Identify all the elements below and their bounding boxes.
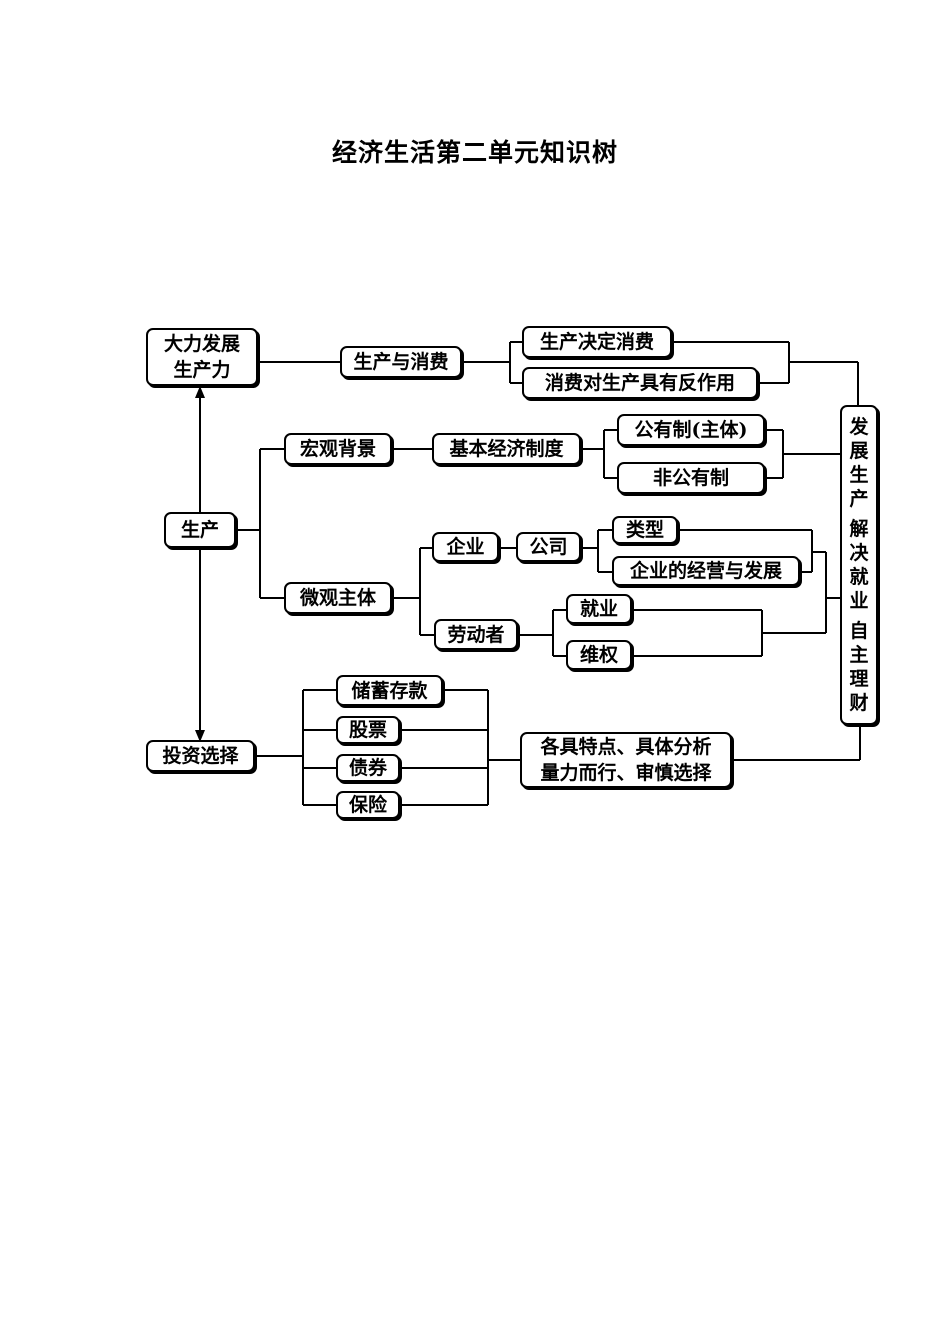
node-jingying-label: 企业的经营与发展 bbox=[629, 560, 782, 582]
vchar: 决 bbox=[849, 542, 869, 564]
node-gongsi: 公司 bbox=[516, 532, 581, 562]
node-gupiao-label: 股票 bbox=[348, 719, 387, 741]
node-touzi-label: 投资选择 bbox=[162, 745, 239, 767]
node-hongguan-beijing: 宏观背景 bbox=[284, 433, 392, 465]
node-zhaiquan: 债券 bbox=[336, 754, 400, 782]
vchar: 产 bbox=[849, 488, 869, 510]
vchar: 业 bbox=[849, 590, 869, 612]
node-tedian-line-1: 各具特点、具体分析 bbox=[540, 736, 712, 758]
node-tedian-line-2: 量力而行、审慎选择 bbox=[540, 762, 712, 784]
node-weiquan: 维权 bbox=[566, 640, 632, 670]
node-jiben-label: 基本经济制度 bbox=[449, 438, 564, 460]
node-feigongyouzhi: 非公有制 bbox=[617, 462, 765, 494]
node-shengchan-yu-xiaofei-label: 生产与消费 bbox=[353, 351, 449, 373]
node-shengchan-label: 生产 bbox=[180, 519, 219, 541]
node-baoxian: 保险 bbox=[336, 791, 400, 819]
node-shengchan: 生产 bbox=[164, 512, 236, 548]
node-gongsi-label: 公司 bbox=[529, 536, 568, 558]
node-geju-tedian: 各具特点、具体分析量力而行、审慎选择 bbox=[520, 732, 732, 788]
node-gongyouzhi: 公有制(主体) bbox=[617, 414, 765, 446]
node-baoxian-label: 保险 bbox=[348, 794, 387, 816]
node-laodongzhe-label: 劳动者 bbox=[447, 623, 505, 646]
node-qiye-label: 企业 bbox=[446, 536, 485, 558]
node-jueding-label: 生产决定消费 bbox=[539, 331, 654, 353]
vchar: 财 bbox=[849, 692, 869, 714]
node-gupiao: 股票 bbox=[336, 716, 400, 744]
node-weiguan-label: 微观主体 bbox=[299, 587, 376, 609]
node-qiye: 企业 bbox=[432, 532, 499, 562]
node-jiuye: 就业 bbox=[566, 594, 632, 624]
vchar: 自 bbox=[849, 620, 869, 642]
node-chuxu-label: 储蓄存款 bbox=[351, 679, 428, 702]
node-laodongzhe: 劳动者 bbox=[434, 619, 518, 650]
vchar: 就 bbox=[849, 566, 869, 588]
node-jiuye-label: 就业 bbox=[579, 598, 618, 620]
node-feigongyou-label: 非公有制 bbox=[652, 467, 729, 489]
vchar: 解 bbox=[849, 518, 869, 540]
vchar: 生 bbox=[849, 464, 869, 486]
vchar: 展 bbox=[849, 440, 869, 462]
node-leixing: 类型 bbox=[612, 516, 678, 544]
node-qiye-jingying-fazhan: 企业的经营与发展 bbox=[612, 556, 800, 586]
node-shengchan-jueding-xiaofei: 生产决定消费 bbox=[522, 326, 672, 358]
node-weiguan-zhuti: 微观主体 bbox=[284, 582, 392, 614]
vchar: 发 bbox=[849, 416, 869, 438]
node-gongyou-label: 公有制(主体) bbox=[634, 419, 748, 441]
node-jiben-jingji-zhidu: 基本经济制度 bbox=[432, 433, 581, 465]
node-touzi-xuanze: 投资选择 bbox=[146, 740, 255, 772]
node-shengchan-yu-xiaofei: 生产与消费 bbox=[340, 346, 462, 378]
page-title: 经济生活第二单元知识树 bbox=[331, 138, 618, 167]
node-dali-line-1: 大力发展 bbox=[163, 333, 240, 355]
node-fanzuoyong-label: 消费对生产具有反作用 bbox=[544, 372, 735, 394]
node-dali-line-2: 生产力 bbox=[173, 359, 231, 381]
node-chuxu-cunkuan: 储蓄存款 bbox=[336, 675, 443, 706]
vchar: 理 bbox=[849, 668, 869, 690]
node-zhaiquan-label: 债券 bbox=[348, 757, 387, 779]
node-hongguan-label: 宏观背景 bbox=[299, 438, 376, 460]
node-weiquan-label: 维权 bbox=[579, 644, 618, 666]
node-xiaofei-fanzuoyong: 消费对生产具有反作用 bbox=[522, 367, 758, 399]
node-leixing-label: 类型 bbox=[625, 519, 664, 541]
vchar: 主 bbox=[849, 644, 869, 666]
node-dali-fazhan-shengchanli: 大力发展生产力 bbox=[146, 328, 258, 386]
node-fazhan-shengchan-vertical: 发 展 生 产 解 决 就 业 自 主 理 财 bbox=[840, 405, 878, 725]
